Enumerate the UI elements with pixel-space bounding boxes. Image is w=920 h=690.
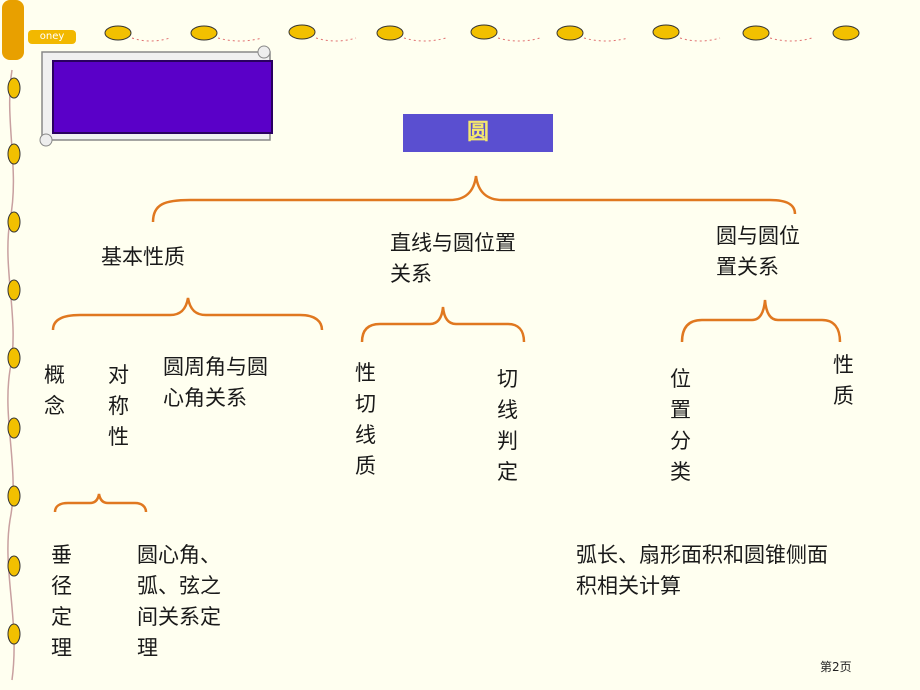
node-perpendicular-diameter: 垂径定理 [51, 543, 72, 660]
bee-icon [376, 25, 404, 41]
node-circle-circle: 圆与圆位 置关系 [716, 224, 800, 279]
honey-jar-icon [2, 0, 24, 60]
title-banner [52, 60, 273, 134]
root-node: 圆 [403, 114, 553, 152]
node-tangent-test: 切线判定 [497, 367, 518, 484]
node-arc-length: 弧长、扇形面积和圆锥侧面 积相关计算 [576, 543, 828, 598]
circle-bracket [680, 299, 842, 343]
node-tangent-property: 性切线质 [355, 361, 376, 478]
page-number: 第2页 [820, 660, 852, 674]
bee-icon [288, 24, 316, 40]
node-concept: 概念 [44, 363, 65, 418]
node-circle-property: 性质 [833, 353, 854, 408]
root-bracket [151, 175, 797, 223]
line-bracket [360, 306, 526, 343]
node-position-class: 位置分类 [670, 367, 691, 484]
node-inscribed-angle: 圆周角与圆 心角关系 [163, 355, 268, 410]
tree-brackets [51, 175, 842, 513]
node-basic-properties: 基本性质 [101, 245, 185, 269]
bee-icon [104, 25, 132, 41]
logo-badge: oney [28, 30, 76, 44]
bee-icon [652, 24, 680, 40]
basic-bracket [51, 297, 324, 331]
symmetry-bracket [53, 493, 148, 513]
bee-icon [190, 25, 218, 41]
node-angle-arc-chord: 圆心角、 弧、弦之 间关系定 理 [137, 543, 221, 660]
bee-icon [470, 24, 498, 40]
node-symmetry: 对称性 [108, 363, 129, 449]
bee-icon [742, 25, 770, 41]
node-line-circle: 直线与圆位置 关系 [390, 231, 516, 286]
bee-icon [556, 25, 584, 41]
bee-icon [832, 25, 860, 41]
